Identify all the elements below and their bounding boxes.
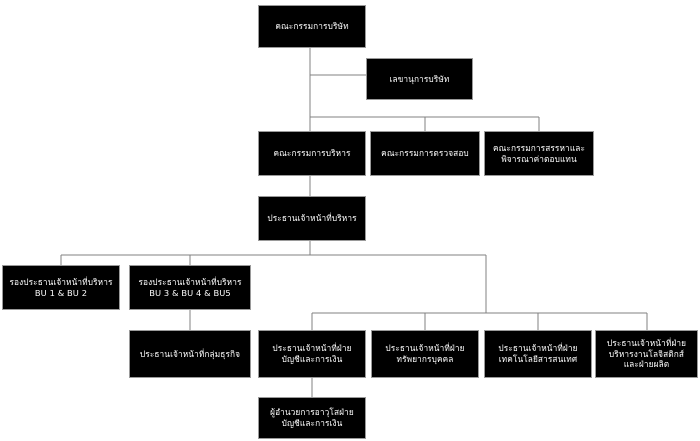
org-node-nom_comm[interactable]: คณะกรรมการสรรหาและพิจารณาค่าตอบแทน: [484, 131, 594, 176]
org-node-label-ceo: ประธานเจ้าหน้าที่บริหาร: [267, 213, 357, 224]
org-node-label-audit_comm: คณะกรรมการตรวจสอบ: [381, 148, 469, 159]
org-node-label-chro: ประธานเจ้าหน้าที่ฝ่ายทรัพยากรบุคคล: [385, 343, 465, 364]
org-node-cbo[interactable]: ประธานเจ้าหน้าที่กลุ่มธุรกิจ: [129, 330, 251, 378]
org-node-ceo[interactable]: ประธานเจ้าหน้าที่บริหาร: [258, 196, 366, 241]
org-node-sr_dir_fin[interactable]: ผู้อำนวยการอาวุโสฝ่ายบัญชีและการเงิน: [258, 397, 366, 439]
org-node-label-nom_comm: คณะกรรมการสรรหาและพิจารณาค่าตอบแทน: [492, 142, 586, 164]
org-node-chro[interactable]: ประธานเจ้าหน้าที่ฝ่ายทรัพยากรบุคคล: [371, 330, 479, 378]
org-node-exec_comm[interactable]: คณะกรรมการบริหาร: [258, 131, 366, 176]
org-node-label-sr_dir_fin: ผู้อำนวยการอาวุโสฝ่ายบัญชีและการเงิน: [270, 407, 354, 428]
org-node-label-secretary: เลขานุการบริษัท: [389, 73, 450, 84]
org-node-label-board: คณะกรรมการบริษัท: [275, 21, 349, 32]
org-node-cio[interactable]: ประธานเจ้าหน้าที่ฝ่ายเทคโนโลยีสารสนเทศ: [484, 330, 592, 378]
org-node-label-cio: ประธานเจ้าหน้าที่ฝ่ายเทคโนโลยีสารสนเทศ: [498, 343, 578, 364]
org-node-clo[interactable]: ประธานเจ้าหน้าที่ฝ่ายบริหารงานโลจิสติกส์…: [595, 330, 698, 378]
org-node-cfo[interactable]: ประธานเจ้าหน้าที่ฝ่ายบัญชีและการเงิน: [258, 330, 366, 378]
org-node-label-exec_comm: คณะกรรมการบริหาร: [273, 148, 351, 159]
org-node-label-cfo: ประธานเจ้าหน้าที่ฝ่ายบัญชีและการเงิน: [272, 343, 352, 364]
org-node-label-clo: ประธานเจ้าหน้าที่ฝ่ายบริหารงานโลจิสติกส์…: [606, 338, 687, 370]
org-node-audit_comm[interactable]: คณะกรรมการตรวจสอบ: [370, 131, 480, 176]
org-node-secretary[interactable]: เลขานุการบริษัท: [366, 58, 473, 100]
org-node-board[interactable]: คณะกรรมการบริษัท: [258, 5, 366, 48]
org-node-label-cbo: ประธานเจ้าหน้าที่กลุ่มธุรกิจ: [139, 348, 241, 359]
